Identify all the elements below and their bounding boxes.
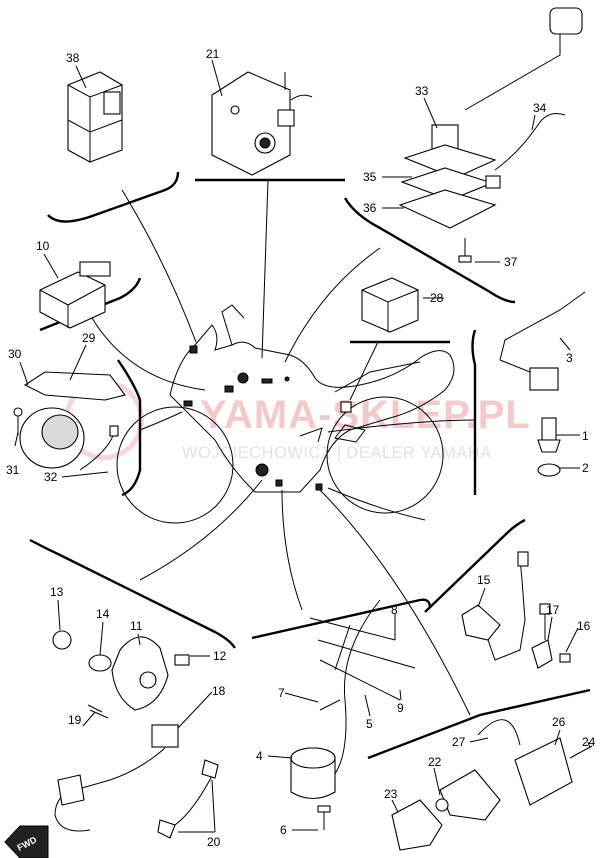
- line-pickup: [139, 479, 263, 581]
- callout-29: 29: [82, 331, 96, 345]
- front-wheel: [116, 406, 234, 524]
- callout-2: 2: [582, 461, 589, 475]
- mount-horn: [183, 400, 193, 407]
- divider-pickup: [29, 538, 237, 649]
- mount-regulator: [275, 479, 283, 487]
- mount-fuel: [261, 378, 273, 384]
- callout-14: 14: [96, 607, 110, 621]
- callout-23: 23: [384, 787, 398, 801]
- callout-12: 12: [213, 649, 227, 663]
- rear-wheel: [326, 396, 444, 514]
- regulator: [290, 599, 416, 830]
- line-28: [349, 341, 379, 401]
- callout-21: 21: [206, 47, 220, 61]
- mount-1: [299, 427, 323, 443]
- callout-38: 38: [66, 51, 80, 65]
- line-bottom-right: [317, 487, 471, 716]
- divider-bottom-right: [367, 688, 591, 760]
- callout-32: 32: [44, 470, 58, 484]
- fwd-arrow-icon: FWD: [4, 825, 49, 858]
- line-38: [121, 189, 197, 343]
- callout-numbers: 1 2 3 4 5 6 7 8 9 10 11 12 13 14 15 16 1…: [6, 47, 596, 849]
- line-horn: [139, 411, 183, 431]
- divider-regulator: [251, 598, 432, 640]
- divider-sensor-1: [471, 329, 477, 495]
- mount-fuel-2: [284, 376, 290, 382]
- line-fuel: [284, 247, 381, 363]
- connector-lines: [91, 179, 476, 716]
- callout-28: 28: [430, 291, 444, 305]
- callout-33: 33: [415, 84, 429, 98]
- callout-5: 5: [366, 717, 373, 731]
- mount-pickup: [255, 463, 269, 477]
- callout-19: 19: [68, 713, 82, 727]
- callout-11: 11: [130, 619, 143, 633]
- fuel-sender: [398, 7, 583, 263]
- callout-30: 30: [8, 347, 22, 361]
- line-10: [91, 317, 206, 391]
- sensor-1: [537, 417, 561, 477]
- sensor-3: [499, 291, 586, 391]
- callout-leaders: [14, 59, 591, 833]
- divider-switch-10: [39, 277, 142, 332]
- callout-37: 37: [504, 255, 518, 269]
- frame-bracket: [334, 424, 366, 443]
- callout-6: 6: [280, 823, 287, 837]
- line-regulator: [281, 489, 303, 611]
- divider-horn: [117, 359, 142, 497]
- starter-relay-21: [211, 71, 313, 176]
- mount-21: [237, 372, 249, 384]
- divider-fuel-sender: [343, 197, 516, 304]
- horn: [13, 371, 126, 471]
- line-1: [327, 419, 476, 433]
- relay-mount: [340, 401, 352, 413]
- callout-15: 15: [477, 573, 491, 587]
- mount-15: [315, 483, 323, 491]
- divider-sensor-15: [424, 518, 526, 613]
- callout-26: 26: [552, 715, 566, 729]
- handlebar: [221, 304, 245, 346]
- line-15: [327, 487, 426, 521]
- callout-34: 34: [533, 101, 547, 115]
- frame-outline: [169, 324, 455, 493]
- divider-relay-38: [47, 171, 180, 223]
- bracket-group: [391, 719, 593, 851]
- mount-38: [189, 345, 198, 354]
- pickup-coil: [52, 630, 219, 839]
- switch-10: [39, 261, 111, 329]
- callout-1: 1: [582, 429, 589, 443]
- callout-24: 24: [582, 735, 596, 749]
- callout-13: 13: [50, 585, 64, 599]
- mount-10: [224, 385, 234, 393]
- callout-9: 9: [397, 701, 404, 715]
- relay-38: [67, 71, 123, 163]
- callout-22: 22: [428, 755, 442, 769]
- callout-18: 18: [212, 684, 226, 698]
- callout-35: 35: [363, 170, 377, 184]
- callout-4: 4: [256, 749, 263, 763]
- group-dividers: [29, 171, 591, 760]
- callout-20: 20: [207, 835, 221, 849]
- callout-36: 36: [363, 201, 377, 215]
- callout-16: 16: [577, 619, 591, 633]
- callout-17: 17: [546, 603, 560, 617]
- callout-7: 7: [278, 686, 285, 700]
- callout-3: 3: [566, 351, 573, 365]
- seat-rail: [334, 361, 421, 393]
- relay-28: [361, 277, 419, 333]
- callout-10: 10: [36, 239, 50, 253]
- callout-27: 27: [452, 735, 466, 749]
- motorcycle-frame: [116, 304, 455, 524]
- sensor-15: [461, 551, 571, 669]
- line-21: [261, 179, 269, 359]
- callout-8: 8: [391, 603, 398, 617]
- callout-31: 31: [6, 463, 20, 477]
